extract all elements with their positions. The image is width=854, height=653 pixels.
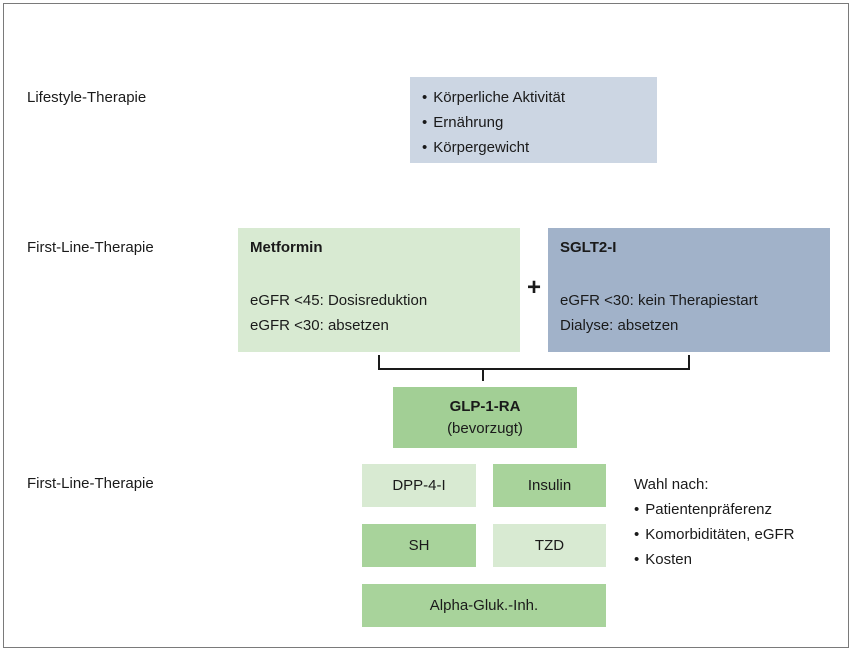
bracket-left-tick (378, 355, 380, 370)
choice-heading: Wahl nach: (634, 476, 709, 493)
row-label-lifestyle: Lifestyle-Therapie (27, 89, 147, 106)
bracket-horizontal (378, 368, 690, 370)
choice-panel: Wahl nach: Patientenpräferenz Komorbidit… (634, 472, 834, 572)
option-dpp4: DPP-4-I (362, 464, 476, 507)
sglt2-box: SGLT2-I eGFR <30: kein Therapiestart Dia… (548, 228, 830, 352)
diagram-frame (3, 3, 849, 648)
option-alpha-gluk: Alpha-Gluk.-Inh. (362, 584, 606, 627)
glp1-title: GLP-1-RA (449, 397, 521, 415)
metformin-box: Metformin eGFR <45: Dosisreduktion eGFR … (238, 228, 520, 352)
sglt2-line: eGFR <30: kein Therapiestart (560, 292, 758, 309)
choice-item: Komorbiditäten, eGFR (634, 522, 834, 547)
lifestyle-item: Körpergewicht (422, 135, 657, 160)
lifestyle-box: Körperliche Aktivität Ernährung Körperge… (410, 77, 657, 163)
choice-item: Patientenpräferenz (634, 497, 834, 522)
option-insulin: Insulin (493, 464, 606, 507)
row-label-first-line-2: First-Line-Therapie (27, 475, 154, 492)
row-label-first-line-1: First-Line-Therapie (27, 239, 154, 256)
sglt2-title: SGLT2-I (560, 239, 617, 256)
glp1-subtitle: (bevorzugt) (447, 419, 523, 437)
sglt2-line: Dialyse: absetzen (560, 317, 679, 334)
choice-item: Kosten (634, 547, 834, 572)
metformin-line: eGFR <45: Dosisreduktion (250, 292, 428, 309)
bracket-stem (482, 369, 484, 381)
metformin-title: Metformin (250, 239, 323, 256)
option-tzd: TZD (493, 524, 606, 567)
glp1-box: GLP-1-RA (bevorzugt) (393, 387, 577, 448)
bracket-right-tick (688, 355, 690, 370)
option-sh: SH (362, 524, 476, 567)
metformin-line: eGFR <30: absetzen (250, 317, 389, 334)
lifestyle-item: Körperliche Aktivität (422, 85, 657, 110)
lifestyle-item: Ernährung (422, 110, 657, 135)
plus-sign: + (526, 274, 541, 301)
